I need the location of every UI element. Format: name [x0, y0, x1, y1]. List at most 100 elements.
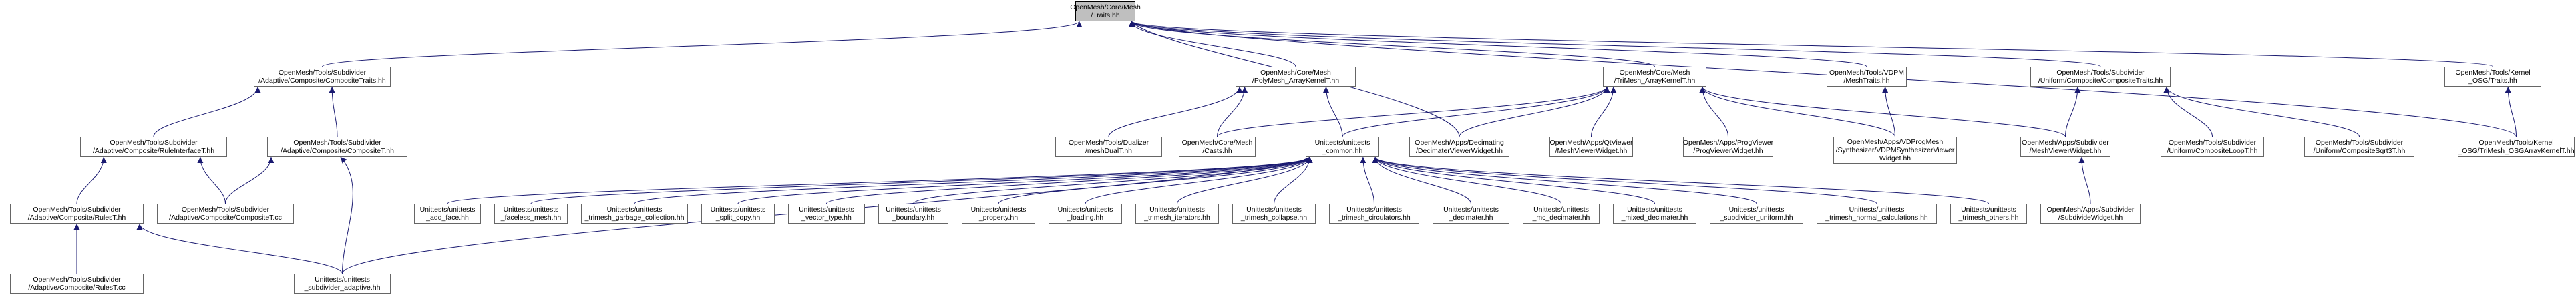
edge-n_ut_loading-to-n_ut_common — [1085, 156, 1313, 204]
node-subdivide-widget[interactable]: OpenMesh/Apps/Subdivider/SubdivideWidget… — [2040, 204, 2141, 224]
node-label-line: OpenMesh/Core/Mesh — [1181, 139, 1253, 147]
node-composite-t-cc[interactable]: OpenMesh/Tools/Subdivider/Adaptive/Compo… — [157, 204, 294, 224]
node-label-line: Unittests/unittests — [1057, 206, 1113, 214]
node-composite-sqrt3[interactable]: OpenMesh/Tools/Subdivider/Uniform/Compos… — [2304, 137, 2414, 157]
node-ut-trimesh-circulators[interactable]: Unittests/unittests_trimesh_circulators.… — [1329, 204, 1419, 224]
node-label-line: Unittests/unittests — [1346, 206, 1402, 214]
edge-n_comp_traits-to-n_traits — [322, 21, 1083, 67]
node-rules-t-cc[interactable]: OpenMesh/Tools/Subdivider/Adaptive/Compo… — [10, 274, 144, 294]
node-label-line: /Traits.hh — [1091, 11, 1120, 19]
node-label-line: Unittests/unittests — [606, 206, 663, 214]
edge-n_ut_split_copy-to-n_ut_common — [737, 156, 1313, 204]
node-rule-interface[interactable]: OpenMesh/Tools/Subdivider/Adaptive/Compo… — [80, 137, 227, 157]
node-decimater-viewer-widget[interactable]: OpenMesh/Apps/Decimating/DecimaterViewer… — [1409, 137, 1509, 157]
node-label-line: Unittests/unittests — [886, 206, 941, 214]
node-ut-trimesh-iterators[interactable]: Unittests/unittests_trimesh_iterators.hh — [1135, 204, 1219, 224]
node-ut-mixed-decimater[interactable]: Unittests/unittests_mixed_decimater.hh — [1613, 204, 1696, 224]
node-label-line: /Synthesizer/VDPMSynthesizerViewer — [1835, 146, 1955, 154]
edge-n_ut_vector_type-to-n_ut_common — [826, 156, 1313, 204]
node-label-line: OpenMesh/Core/Mesh — [1619, 69, 1690, 77]
node-casts[interactable]: OpenMesh/Core/Mesh/Casts.hh — [1179, 137, 1256, 157]
edge-n_subdiv_viewer-to-n_tri_kernel — [1699, 86, 2066, 137]
node-label-line: OpenMesh/Apps/Decimating — [1415, 139, 1504, 147]
node-label-line: /Uniform/CompositeSqrt3T.hh — [2313, 147, 2406, 155]
node-ut-trimesh-collapse[interactable]: Unittests/unittests_trimesh_collapse.hh — [1232, 204, 1316, 224]
node-label-line: Widget.hh — [1879, 154, 1911, 162]
node-ut-trimesh-garbage-collection[interactable]: Unittests/unittests_trimesh_garbage_coll… — [581, 204, 688, 224]
node-ut-split-copy[interactable]: Unittests/unittests_split_copy.hh — [701, 204, 775, 224]
edge-n_vdpm_traits-to-n_traits — [1128, 21, 1867, 67]
node-mesh-dual[interactable]: OpenMesh/Tools/Dualizer/meshDualT.hh — [1055, 137, 1162, 157]
node-label-line: Unittests/unittests — [1533, 206, 1589, 214]
edge-n_subdiv_widget-to-n_subdiv_viewer — [2078, 156, 2091, 204]
node-kernel-osg-traits[interactable]: OpenMesh/Tools/Kernel_OSG/Traits.hh — [2444, 67, 2541, 87]
edge-n_vdpm_synth-to-n_vdpm_traits — [1882, 86, 1895, 137]
node-label-line: OpenMesh/Tools/Dualizer — [1068, 139, 1149, 147]
edge-n_ut_common-to-n_tri_kernel — [1342, 86, 1610, 137]
node-vdpm-synthesizer-viewer-widget[interactable]: OpenMesh/Apps/VDProgMesh/Synthesizer/VDP… — [1833, 137, 1957, 164]
node-ut-trimesh-normal-calculations[interactable]: Unittests/unittests_trimesh_normal_calcu… — [1817, 204, 1937, 224]
node-ut-boundary[interactable]: Unittests/unittests_boundary.hh — [878, 204, 948, 224]
edge-n_vdpm_synth-to-n_tri_kernel — [1699, 86, 1895, 137]
edge-n_rule_iface-to-n_comp_traits — [153, 86, 261, 137]
node-label-line: /ProgViewerWidget.hh — [1693, 147, 1763, 155]
node-qtviewer-mesh-viewer-widget[interactable]: OpenMesh/Apps/QtViewer/MeshViewerWidget.… — [1549, 137, 1633, 157]
node-label-line: _trimesh_iterators.hh — [1144, 214, 1210, 222]
node-label-line: _loading.hh — [1067, 214, 1104, 222]
node-label-line: _decimater.hh — [1449, 214, 1493, 222]
node-uniform-composite-traits[interactable]: OpenMesh/Tools/Subdivider/Uniform/Compos… — [2030, 67, 2171, 87]
node-composite-loop[interactable]: OpenMesh/Tools/Subdivider/Uniform/Compos… — [2161, 137, 2264, 157]
node-rules-t-hh[interactable]: OpenMesh/Tools/Subdivider/Adaptive/Compo… — [10, 204, 144, 224]
node-unittests-common[interactable]: Unittests/unittests_common.hh — [1306, 137, 1379, 157]
edge-n_ut_decimater-to-n_ut_common — [1372, 156, 1471, 204]
node-label-line: Unittests/unittests — [710, 206, 766, 214]
edge-n_casts-to-n_poly_kernel — [1217, 86, 1248, 137]
edge-n_ut_subdiv_adaptive-to-n_compositeT_hh — [340, 156, 353, 274]
node-adaptive-composite-traits[interactable]: OpenMesh/Tools/Subdivider/Adaptive/Compo… — [254, 67, 391, 87]
node-label-line: /MeshTraits.hh — [1843, 77, 1890, 85]
edge-n_compositeT_hh-to-n_comp_traits — [329, 86, 338, 137]
node-ut-subdivider-uniform[interactable]: Unittests/unittests_subdivider_uniform.h… — [1710, 204, 1803, 224]
node-ut-vector-type[interactable]: Unittests/unittests_vector_type.hh — [788, 204, 865, 224]
node-ut-add-face[interactable]: Unittests/unittests_add_face.hh — [414, 204, 481, 224]
edge-n_ut_normal_calc-to-n_ut_common — [1372, 156, 1877, 204]
node-osg-trimesh-arraykernel[interactable]: OpenMesh/Tools/Kernel_OSG/TriMesh_OSGArr… — [2458, 137, 2575, 157]
node-ut-mc-decimater[interactable]: Unittests/unittests_mc_decimater.hh — [1523, 204, 1600, 224]
node-polymesh-arraykernel[interactable]: OpenMesh/Core/Mesh/PolyMesh_ArrayKernelT… — [1236, 67, 1356, 87]
node-label-line: OpenMesh/Apps/Subdivider — [2046, 206, 2135, 214]
node-label-line: OpenMesh/Tools/Subdivider — [33, 206, 121, 214]
node-ut-decimater[interactable]: Unittests/unittests_decimater.hh — [1433, 204, 1509, 224]
node-ut-subdivider-adaptive[interactable]: Unittests/unittests_subdivider_adaptive.… — [294, 274, 391, 294]
node-label-line: Unittests/unittests — [1443, 206, 1499, 214]
node-label-line: /MeshViewerWidget.hh — [2029, 147, 2102, 155]
node-composite-t-hh[interactable]: OpenMesh/Tools/Subdivider/Adaptive/Compo… — [267, 137, 407, 157]
edge-n_osg_traits-to-n_traits — [1129, 21, 2493, 67]
node-label-line: _split_copy.hh — [715, 214, 761, 222]
node-subdivider-mesh-viewer-widget[interactable]: OpenMesh/Apps/Subdivider/MeshViewerWidge… — [2020, 137, 2110, 157]
node-ut-loading[interactable]: Unittests/unittests_loading.hh — [1049, 204, 1122, 224]
edge-n_ut_subdiv_adaptive-to-n_rulesT_hh — [136, 223, 343, 274]
node-label-line: OpenMesh/Tools/Subdivider — [110, 139, 198, 147]
node-label-line: _mc_decimater.hh — [1532, 214, 1590, 222]
node-label-line: Unittests/unittests — [1314, 139, 1370, 147]
node-label-line: Unittests/unittests — [1961, 206, 2016, 214]
node-label-line: Unittests/unittests — [1728, 206, 1785, 214]
node-label-line: _subdivider_uniform.hh — [1720, 214, 1793, 222]
edge-n_ut_boundary-to-n_ut_common — [913, 156, 1313, 204]
node-ut-property[interactable]: Unittests/unittests_property.hh — [962, 204, 1035, 224]
edge-n_ut_faceless-to-n_ut_common — [530, 156, 1313, 204]
edge-n_ut_add_face-to-n_ut_common — [447, 156, 1313, 204]
node-vdpm-meshtraits[interactable]: OpenMesh/Tools/VDPM/MeshTraits.hh — [1827, 67, 1907, 87]
node-ut-trimesh-others[interactable]: Unittests/unittests_trimesh_others.hh — [1950, 204, 2027, 224]
node-label-line: Unittests/unittests — [315, 276, 370, 284]
node-ut-faceless-mesh[interactable]: Unittests/unittests_faceless_mesh.hh — [494, 204, 568, 224]
node-label-line: _trimesh_others.hh — [1958, 214, 2019, 222]
node-prog-viewer-widget[interactable]: OpenMesh/Apps/ProgViewer/ProgViewerWidge… — [1683, 137, 1773, 157]
node-label-line: Unittests/unittests — [503, 206, 559, 214]
edge-n_casts-to-n_tri_kernel — [1217, 86, 1610, 137]
edge-n_decim_viewer-to-n_tri_kernel — [1459, 86, 1610, 137]
node-label-line: _OSG/Traits.hh — [2468, 77, 2517, 85]
node-trimesh-arraykernel[interactable]: OpenMesh/Core/Mesh/TriMesh_ArrayKernelT.… — [1603, 67, 1706, 87]
